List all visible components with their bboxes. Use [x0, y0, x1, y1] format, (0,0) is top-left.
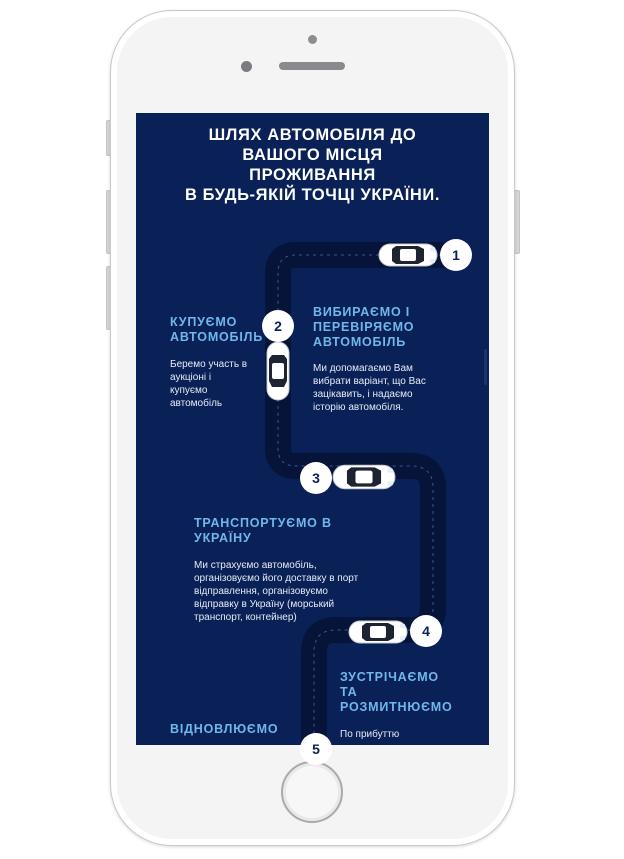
step-1-title: ВИБИРАЄМО І ПЕРЕВІРЯЄМО АВТОМОБІЛЬ	[313, 305, 415, 349]
step-number-badge: 1	[440, 239, 472, 271]
proximity-sensor	[241, 61, 252, 72]
title-line: ПРОЖИВАННЯ	[249, 166, 376, 184]
step-3-title: ТРАНСПОРТУЄМО В УКРАЇНУ	[194, 516, 332, 545]
step-2-title: КУПУЄМО АВТОМОБІЛЬ	[170, 315, 263, 344]
earpiece-speaker	[279, 62, 345, 70]
step-4-title: ЗУСТРІЧАЄМО ТА РОЗМИТНЮЄМО	[340, 670, 453, 714]
car-icon	[332, 464, 396, 490]
car-icon	[348, 620, 408, 644]
step-1-description: Ми допомагаємо Вам вибрати варіант, що В…	[313, 363, 426, 413]
step-number-badge: 3	[300, 462, 332, 494]
step-number-badge: 5	[300, 733, 332, 765]
scroll-indicator[interactable]	[484, 349, 487, 385]
car-icon	[266, 341, 290, 401]
step-number-badge: 2	[262, 310, 294, 342]
home-button[interactable]	[281, 761, 343, 823]
infographic-title: ШЛЯХ АВТОМОБІЛЯ ДО ВАШОГО МІСЦЯ ПРОЖИВАН…	[136, 125, 489, 205]
step-5-title: ВІДНОВЛЮЄМО	[170, 722, 279, 736]
front-camera	[308, 35, 317, 44]
step-2-description: Беремо участь в аукціоні і купуємо автом…	[170, 359, 248, 409]
infographic-screen[interactable]: ШЛЯХ АВТОМОБІЛЯ ДО ВАШОГО МІСЦЯ ПРОЖИВАН…	[136, 113, 489, 765]
title-line: ВАШОГО МІСЦЯ	[242, 146, 383, 164]
title-line: ШЛЯХ АВТОМОБІЛЯ ДО	[208, 126, 417, 144]
step-3-description: Ми страхуємо автомобіль, організовуємо й…	[194, 560, 359, 623]
title-line: В БУДЬ-ЯКІЙ ТОЧЦІ УКРАЇНИ.	[184, 186, 441, 204]
step-4-description: По прибуттю	[340, 729, 400, 740]
step-number-badge: 4	[410, 615, 442, 647]
road-path	[265, 242, 469, 758]
car-icon	[378, 243, 438, 267]
